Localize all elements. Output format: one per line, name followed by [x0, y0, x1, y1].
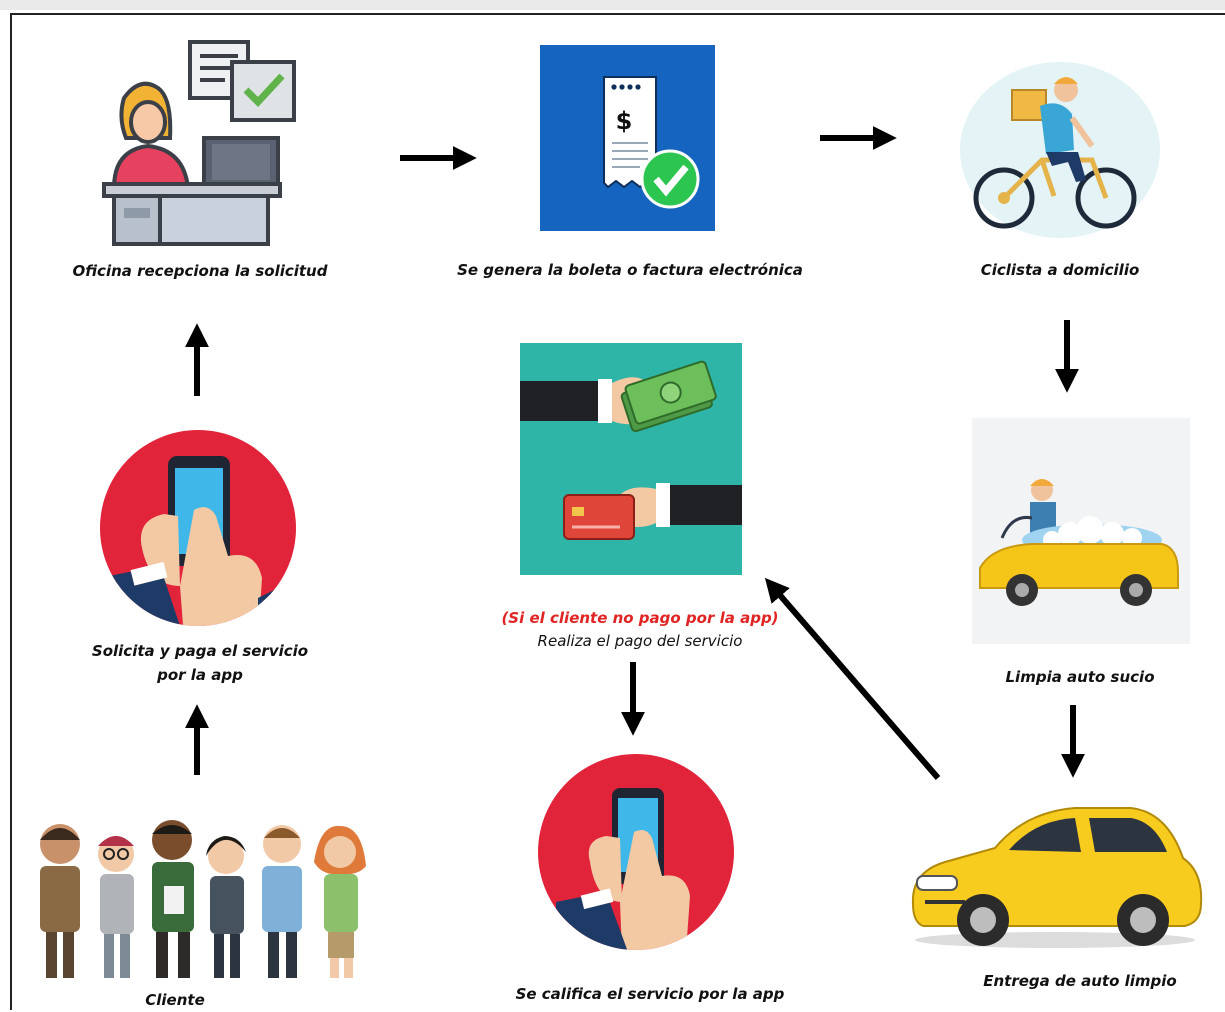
- cyclist-node: [942, 50, 1167, 250]
- rating-label: Se califica el servicio por la app: [515, 985, 785, 1003]
- receipt-check-icon: $: [540, 45, 715, 231]
- arrow-delivery-to-payment: [764, 577, 941, 780]
- phone-tap-icon: [538, 754, 734, 950]
- yellow-car-icon: [911, 807, 1203, 948]
- wash-node: [972, 418, 1190, 644]
- invoice-node: $: [540, 45, 715, 231]
- office-node: [100, 38, 300, 248]
- payment-node: [520, 343, 742, 575]
- payment-label: Realiza el pago del servicio: [537, 632, 743, 650]
- svg-text:$: $: [616, 107, 633, 135]
- cyclist-label: Ciclista a domicilio: [980, 261, 1140, 279]
- car-washing-icon: [972, 418, 1190, 644]
- client-label: Cliente: [145, 991, 205, 1009]
- cash-card-exchange-icon: [520, 343, 742, 575]
- office-desk-icon: [102, 40, 296, 246]
- wash-label: Limpia auto sucio: [1005, 668, 1155, 686]
- payment-note: (Si el cliente no pago por la app): [501, 609, 779, 627]
- delivery-node: [905, 792, 1205, 952]
- delivery-label: Entrega de auto limpio: [983, 972, 1177, 990]
- invoice-label: Se genera la boleta o factura electrónic…: [457, 261, 803, 279]
- rating-node: [536, 752, 736, 952]
- diagram-frame: [10, 13, 1225, 1010]
- request-node: [98, 428, 298, 628]
- request-label-line2: por la app: [157, 666, 243, 684]
- client-node: [28, 816, 378, 986]
- office-label: Oficina recepciona la solicitud: [72, 262, 328, 280]
- delivery-cyclist-icon: [960, 62, 1160, 238]
- phone-tap-icon-request: [100, 430, 296, 626]
- group-people-icon: [40, 820, 366, 978]
- window-top-bar: [0, 0, 1225, 10]
- request-label-line1: Solicita y paga el servicio: [91, 642, 309, 660]
